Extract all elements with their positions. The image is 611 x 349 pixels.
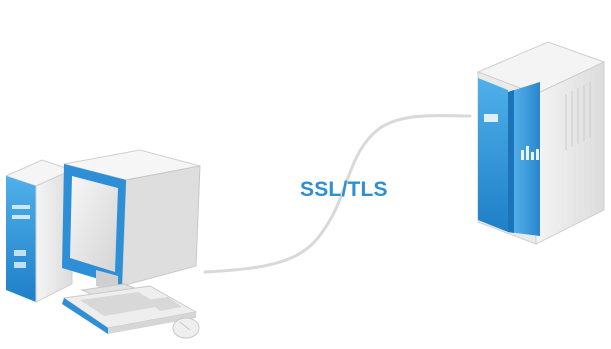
connection-line xyxy=(203,114,472,274)
keyboard xyxy=(62,285,198,334)
mouse xyxy=(172,317,200,339)
protocol-label: SSL/TLS xyxy=(300,178,388,201)
monitor xyxy=(62,149,201,303)
status-bars xyxy=(521,146,539,160)
tower-case xyxy=(4,159,74,303)
vent-grille xyxy=(565,82,591,150)
drive-slot xyxy=(484,114,498,122)
desktop-computer-icon xyxy=(4,149,201,339)
server-tower-icon xyxy=(476,41,606,245)
